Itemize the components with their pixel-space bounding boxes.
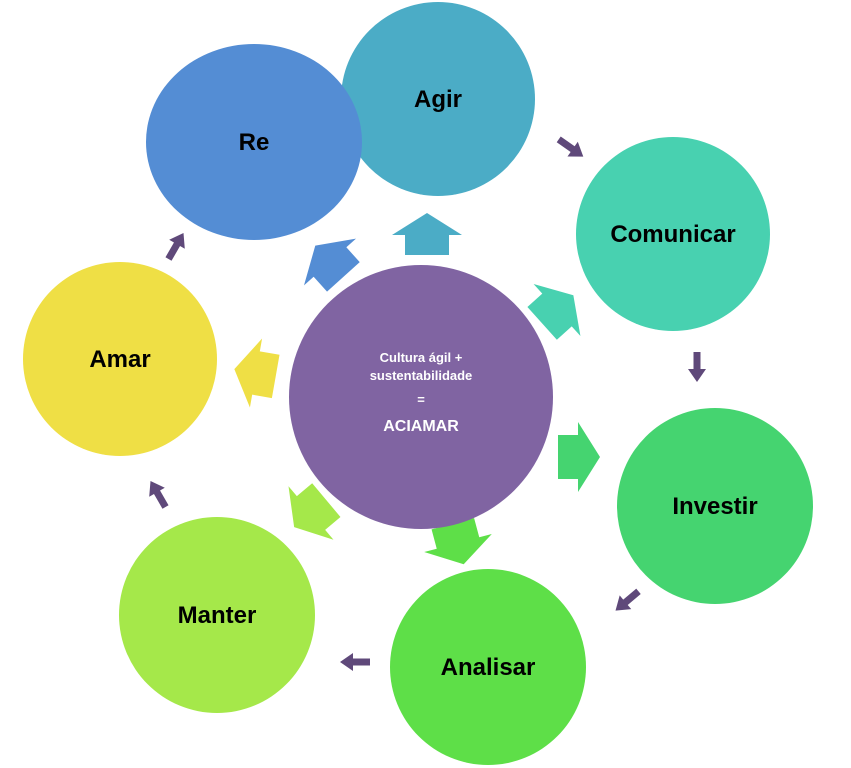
node-manter: Manter <box>119 517 315 713</box>
radial-arrow-agir <box>392 213 462 255</box>
node-re-label: Re <box>239 129 270 156</box>
node-comunicar-label: Comunicar <box>610 221 735 248</box>
node-agir-label: Agir <box>414 86 462 113</box>
connector-arrow-investir-analisar <box>609 584 645 618</box>
center-line-1: Cultura ágil + <box>380 350 463 365</box>
node-agir: Agir <box>341 2 535 196</box>
node-manter-circle <box>119 517 315 713</box>
node-comunicar: Comunicar <box>576 137 770 331</box>
node-manter-label: Manter <box>178 602 257 629</box>
node-analisar-label: Analisar <box>441 654 536 681</box>
center-line-3: = <box>417 392 425 407</box>
center-line-2: sustentabilidade <box>370 368 473 383</box>
center-line-4: ACIAMAR <box>383 418 459 435</box>
node-re-circle <box>146 44 362 240</box>
node-re: Re <box>146 44 362 240</box>
connector-arrow-amar-re <box>160 228 192 264</box>
node-comunicar-circle <box>576 137 770 331</box>
node-amar-circle <box>23 262 217 456</box>
node-analisar-circle <box>390 569 586 765</box>
node-agir-circle <box>341 2 535 196</box>
node-analisar: Analisar <box>390 569 586 765</box>
center-circle <box>289 265 553 529</box>
connector-arrow-agir-comunicar <box>553 132 589 164</box>
node-investir-circle <box>617 408 813 604</box>
node-amar: Amar <box>23 262 217 456</box>
center-node: Cultura ágil + sustentabilidade = ACIAMA… <box>289 265 553 529</box>
radial-arrow-investir <box>558 422 600 492</box>
node-amar-label: Amar <box>89 346 150 373</box>
radial-arrow-amar <box>228 334 282 411</box>
connector-arrow-analisar-manter <box>340 653 370 671</box>
connector-arrow-manter-amar <box>142 476 174 512</box>
node-investir-label: Investir <box>672 493 757 520</box>
node-investir: Investir <box>617 408 813 604</box>
connector-arrow-comunicar-investir <box>688 352 706 382</box>
